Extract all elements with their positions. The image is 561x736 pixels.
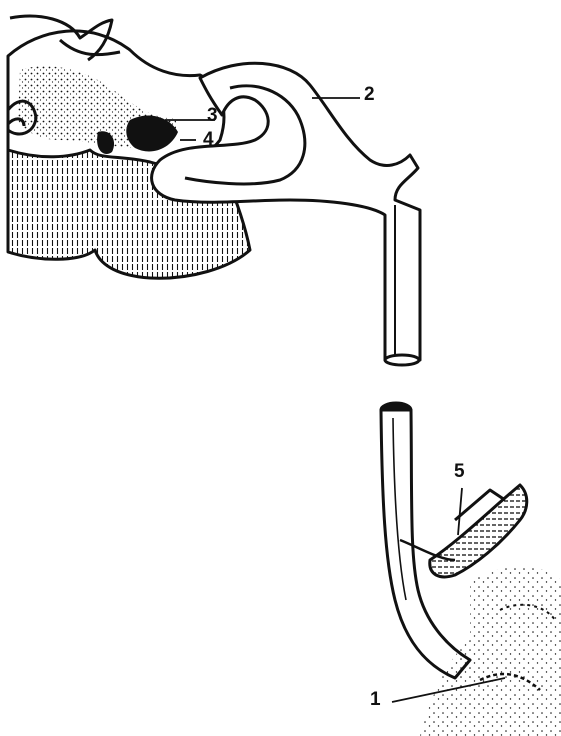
label-4: 4 (203, 130, 214, 149)
label-3: 3 (207, 106, 218, 125)
label-2: 2 (364, 85, 375, 104)
label-1: 1 (370, 690, 381, 709)
label-5: 5 (454, 462, 465, 481)
